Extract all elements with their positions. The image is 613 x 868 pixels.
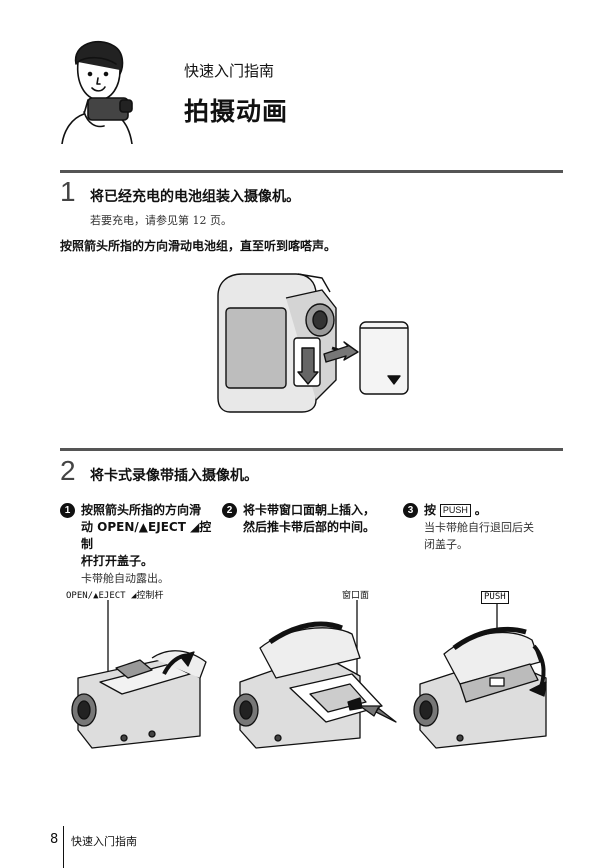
substep-2-line1: 将卡带窗口面朝上插入， [243, 503, 376, 517]
window-label: 窗口面 [342, 591, 370, 601]
cassette-insert-illustrations [71, 600, 547, 749]
substep-2: 2 将卡带窗口面朝上插入， 然后推卡带后部的中间。 [222, 502, 392, 536]
step-instruction-1: 按照箭头所指的方向滑动电池组，直至听到喀嗒声。 [60, 239, 337, 253]
footer-section-name: 快速入门指南 [71, 835, 137, 848]
camcorder-open-lid [71, 650, 207, 749]
camcorder-insert-cassette [233, 621, 397, 749]
section-divider-2 [60, 448, 563, 451]
substep-3-note1: 当卡带舱自行退回后关 [424, 521, 534, 534]
substep-1-note: 卡带舱自动露出。 [81, 572, 169, 585]
push-label: PUSH [481, 591, 509, 604]
mascot-with-camcorder-illustration [61, 40, 133, 144]
substep-marker-2: 2 [222, 503, 237, 518]
substep-3-note2: 闭盖子。 [424, 538, 468, 551]
battery-insert-illustration [217, 273, 409, 413]
page-number: 8 [50, 832, 59, 847]
substep-1-line2: 动 OPEN/▲EJECT ◢控制 [81, 520, 212, 551]
substep-1-line1: 按照箭头所指的方向滑 [81, 503, 202, 517]
section-divider-1 [60, 170, 563, 173]
step-title-1: 将已经充电的电池组装入摄像机。 [90, 189, 300, 205]
push-button-label: PUSH [439, 504, 471, 517]
step-number-2: 2 [60, 455, 76, 486]
substep-marker-1: 1 [60, 503, 75, 518]
substep-3-suffix: 。 [474, 503, 487, 517]
substep-1-line3: 杆打开盖子。 [81, 554, 154, 568]
substep-3-prefix: 按 [424, 503, 437, 517]
substep-marker-3: 3 [403, 503, 418, 518]
footer-divider [63, 826, 64, 868]
step-number-1: 1 [60, 176, 76, 207]
section-subtitle: 快速入门指南 [184, 62, 275, 80]
camcorder-close-lid [413, 626, 547, 749]
page-title: 拍摄动画 [184, 97, 289, 126]
substep-1: 1 按照箭头所指的方向滑 动 OPEN/▲EJECT ◢控制 杆打开盖子。 卡带… [60, 502, 220, 587]
step-title-2: 将卡式录像带插入摄像机。 [90, 468, 258, 484]
substep-2-line2: 然后推卡带后部的中间。 [243, 520, 376, 534]
substep-3: 3 按 PUSH 。 当卡带舱自行退回后关 闭盖子。 [403, 502, 563, 553]
step-note-1: 若要充电，请参见第 12 页。 [90, 214, 232, 227]
lever-label: OPEN/▲EJECT ◢控制杆 [66, 591, 164, 601]
